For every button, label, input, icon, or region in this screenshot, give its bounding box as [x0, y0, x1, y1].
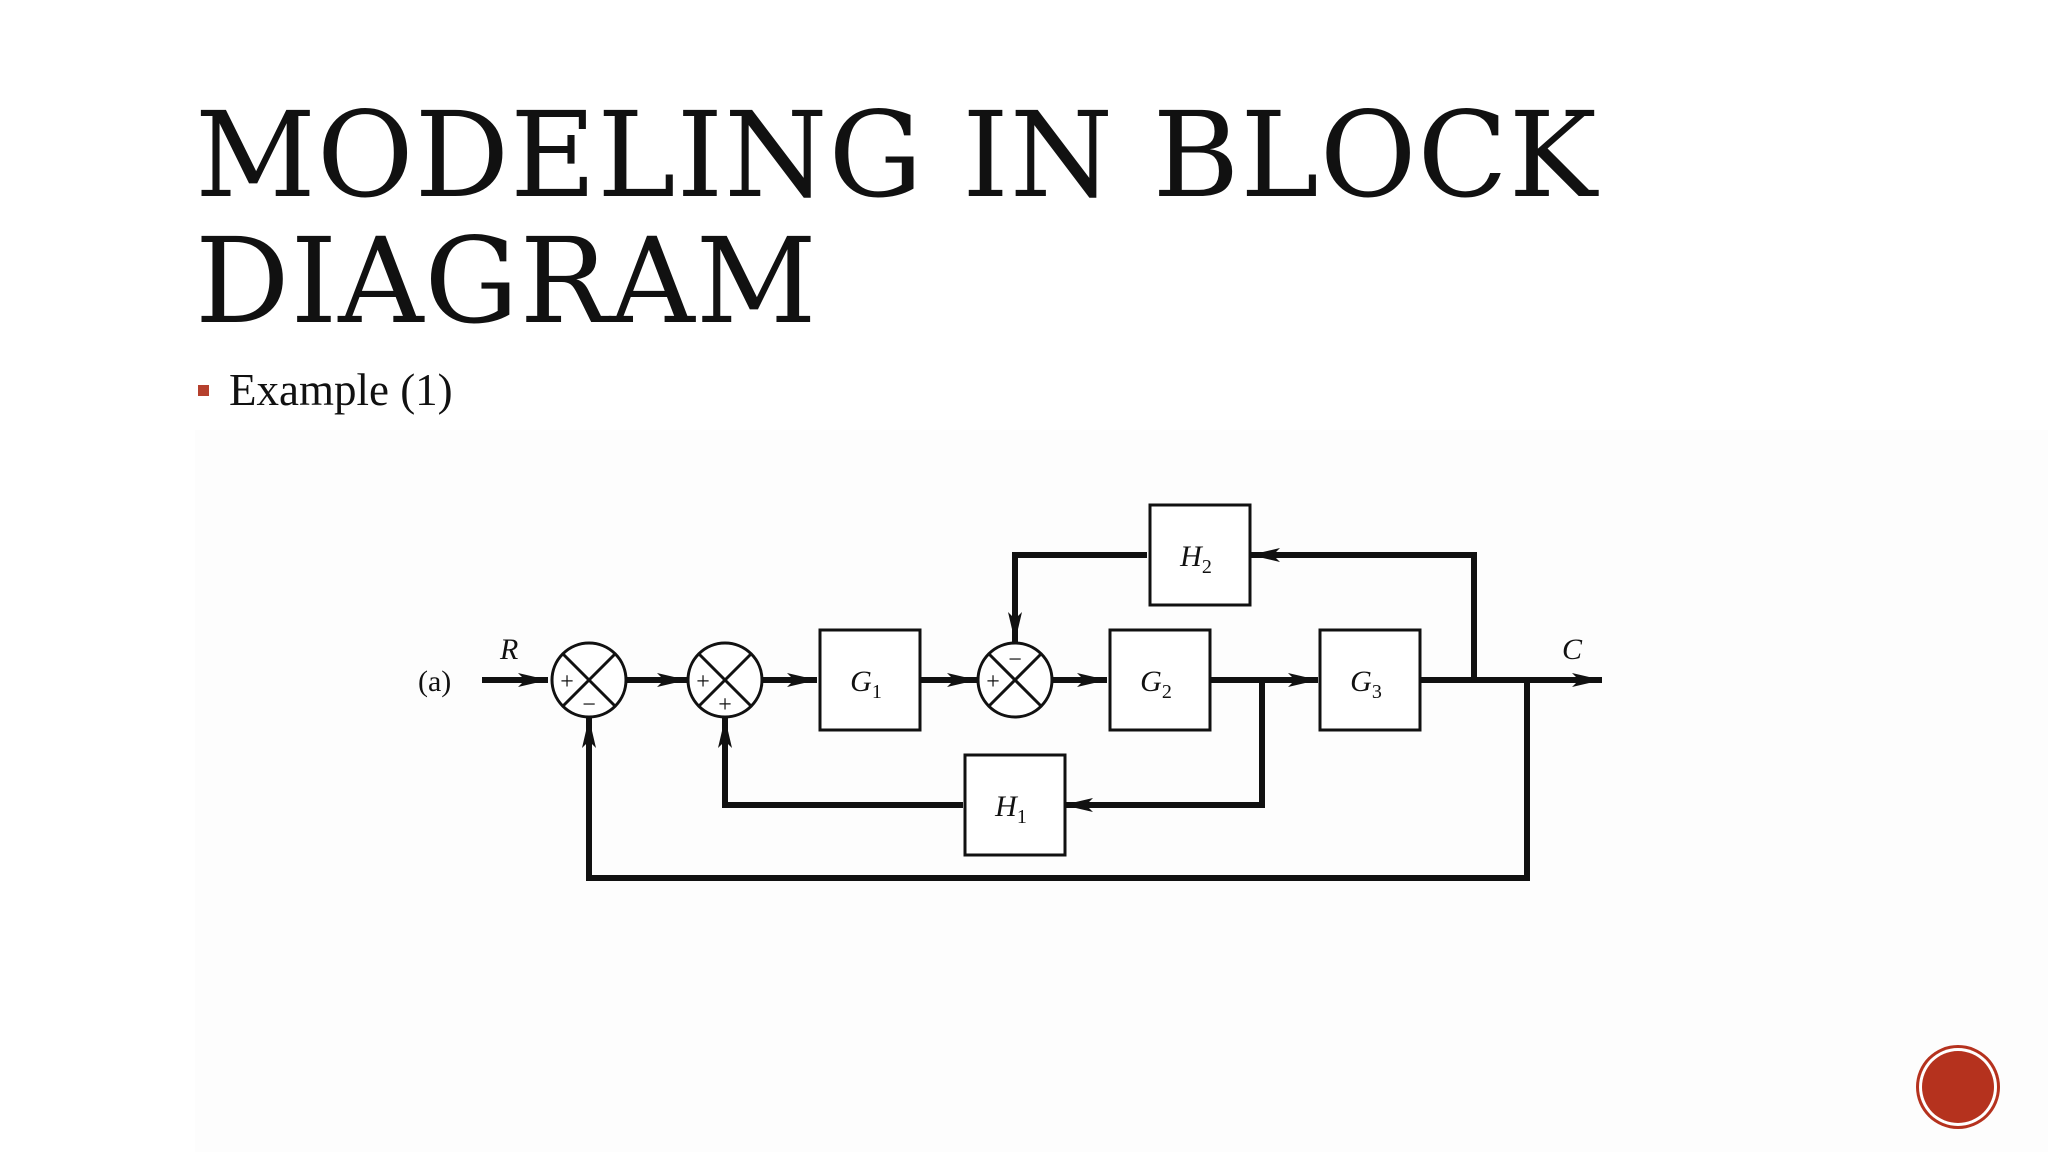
sign-s3-top: −: [1008, 647, 1022, 673]
summing-junction-1: [550, 641, 628, 719]
block-g1: [818, 628, 922, 732]
sign-s2-bottom: +: [718, 692, 732, 718]
input-label-r: R: [499, 633, 518, 666]
sign-s3-left: +: [986, 669, 1000, 695]
g3-label: G3: [1350, 665, 1382, 703]
summing-junction-2: [686, 641, 764, 719]
signal-to-h1: [1063, 680, 1265, 812]
block-g3: [1318, 628, 1422, 732]
circle-button-icon[interactable]: [1922, 1051, 1994, 1123]
bullet-text: Example (1): [229, 365, 453, 415]
h2-label: H2: [1179, 540, 1212, 578]
slide-title: MODELING IN BLOCK DIAGRAM: [195, 92, 1695, 344]
figure-label: (a): [418, 665, 451, 698]
bullet-square-icon: [198, 384, 209, 396]
signal-h1-s2: [718, 718, 963, 808]
signal-h2-s3: [1008, 552, 1147, 642]
block-g2: [1108, 628, 1212, 732]
signal-unity-feedback: [582, 680, 1530, 881]
block-h1: [963, 753, 1067, 857]
figure-background: [195, 430, 2048, 1152]
signal-to-h2: [1250, 548, 1477, 680]
sign-s1-left: +: [560, 669, 574, 695]
g2-label: G2: [1140, 665, 1172, 703]
h1-label: H1: [994, 790, 1027, 828]
sign-s2-left: +: [696, 669, 710, 695]
bullet-item: Example (1): [198, 362, 453, 418]
title-line-2: DIAGRAM: [195, 212, 818, 350]
title-line-1: MODELING IN BLOCK: [195, 86, 1598, 224]
block-h2: [1148, 503, 1252, 607]
sign-s1-bottom: −: [582, 692, 596, 718]
output-label-c: C: [1562, 633, 1583, 666]
summing-junction-3: [976, 641, 1054, 719]
g1-label: G1: [850, 665, 882, 703]
